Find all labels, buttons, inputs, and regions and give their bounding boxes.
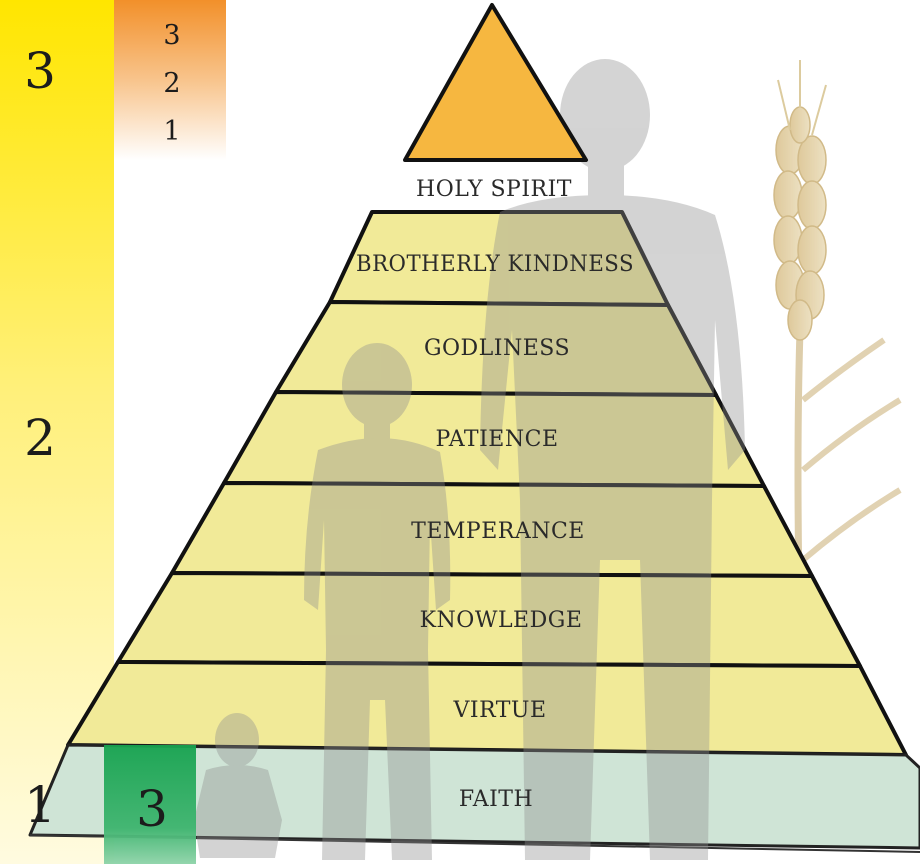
scale-number-middle: 2	[24, 409, 56, 467]
layer-label-virtue: VIRTUE	[452, 698, 546, 723]
apex-label: HOLY SPIRIT	[416, 177, 572, 202]
layer-label-patience: PATIENCE	[435, 427, 558, 452]
apex-triangle	[403, 3, 588, 162]
mini-scale-number-3: 3	[163, 20, 180, 51]
pyramid	[28, 210, 920, 853]
green-marker	[104, 745, 196, 864]
layer-label-faith: FAITH	[459, 787, 533, 812]
layer-label-temperance: TEMPERANCE	[411, 519, 585, 544]
mini-scale-number-1: 1	[163, 116, 180, 147]
seated-child-silhouette-icon	[194, 713, 282, 858]
layer-label-knowledge: KNOWLEDGE	[420, 608, 583, 633]
child-silhouette-icon	[304, 343, 451, 860]
layer-label-godliness: GODLINESS	[424, 336, 570, 361]
family-silhouettes	[194, 59, 745, 860]
layer-label-brotherly-kindness: BROTHERLY KINDNESS	[356, 252, 634, 277]
orange-mini-scale	[114, 0, 226, 160]
scale-number-top: 3	[24, 42, 56, 100]
adult-silhouette-icon	[480, 59, 745, 860]
wheat-icon	[773, 60, 902, 641]
green-marker-number: 3	[136, 780, 168, 838]
layer-faith	[28, 743, 920, 850]
mini-scale-number-2: 2	[163, 68, 180, 99]
scale-number-bottom: 1	[24, 776, 56, 834]
